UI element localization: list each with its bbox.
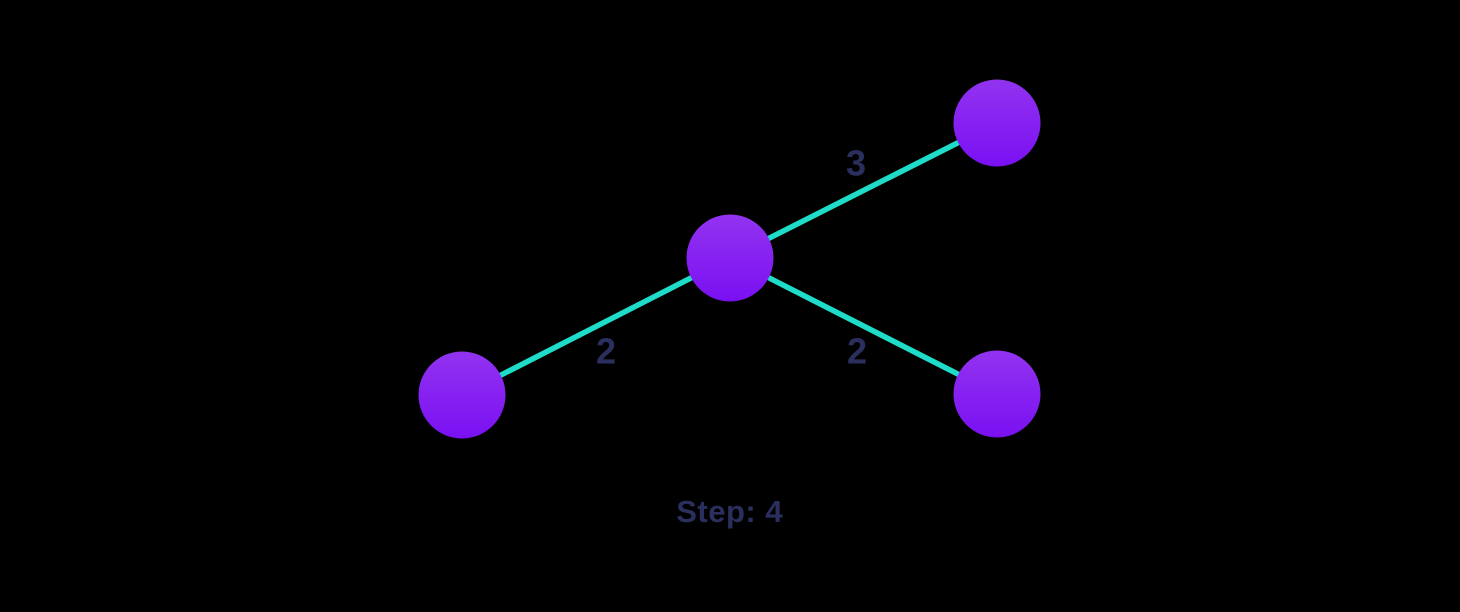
graph-node-bottom-left <box>418 351 506 439</box>
edge-weight-label-center-bottom-left: 2 <box>596 331 616 372</box>
edge-weight-label-center-bottom-right: 2 <box>847 331 867 372</box>
graph-node-center <box>686 214 774 302</box>
edge-center-top-right <box>727 120 1000 261</box>
edges-layer <box>459 120 1000 398</box>
graph-node-top-right <box>953 79 1041 167</box>
edge-labels-layer: 3 2 2 <box>596 143 867 372</box>
nodes-layer <box>418 79 1041 439</box>
edge-weight-label-center-top-right: 3 <box>846 143 866 184</box>
edge-center-bottom-left <box>459 255 733 398</box>
graph-node-bottom-right <box>953 350 1041 438</box>
edge-center-bottom-right <box>727 255 1000 397</box>
step-indicator: Step: 4 <box>676 494 784 529</box>
